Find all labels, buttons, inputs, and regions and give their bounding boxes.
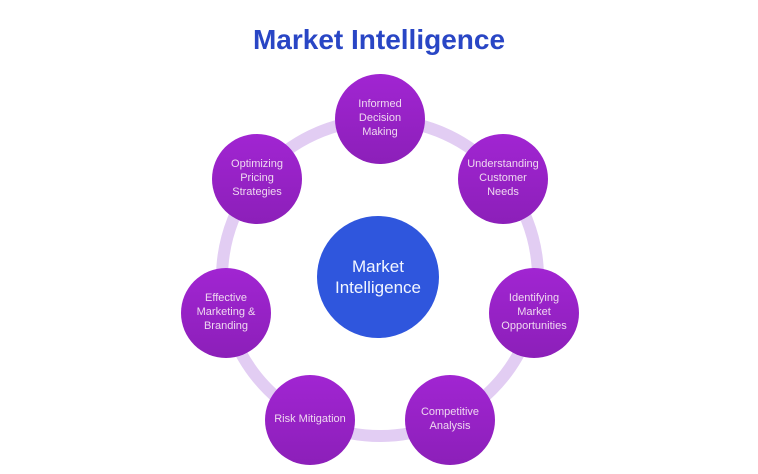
node-label: Informed Decision Making xyxy=(358,98,402,138)
node-identifying-market-opportunities: Identifying Market Opportunities xyxy=(489,268,579,358)
node-label: Understanding Customer Needs xyxy=(467,158,539,198)
node-label: Optimizing Pricing Strategies xyxy=(231,158,283,198)
node-competitive-analysis: Competitive Analysis xyxy=(405,375,495,465)
node-label: Identifying Market Opportunities xyxy=(501,292,567,332)
node-optimizing-pricing-strategies: Optimizing Pricing Strategies xyxy=(212,134,302,224)
center-node-label: Market Intelligence xyxy=(334,256,421,297)
page-title: Market Intelligence xyxy=(252,24,506,55)
node-label: Competitive Analysis xyxy=(420,406,480,432)
node-risk-mitigation: Risk Mitigation xyxy=(265,375,355,465)
node-label: Risk Mitigation xyxy=(274,413,346,426)
node-informed-decision-making: Informed Decision Making xyxy=(335,74,425,164)
node-label: Effective Marketing & Branding xyxy=(196,292,256,332)
node-effective-marketing-branding: Effective Marketing & Branding xyxy=(181,268,271,358)
node-understanding-customer-needs: Understanding Customer Needs xyxy=(458,134,548,224)
center-node-market-intelligence: Market Intelligence xyxy=(317,216,439,338)
